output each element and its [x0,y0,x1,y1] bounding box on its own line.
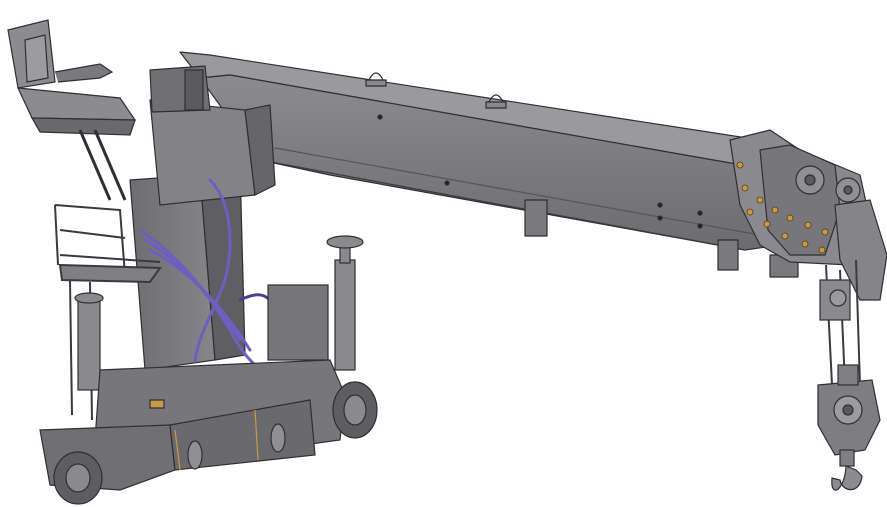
boom-pad [524,199,548,237]
boom [179,51,799,278]
wheels [53,381,378,505]
boom-pad [717,239,739,271]
chassis [39,359,346,491]
mast [129,65,276,371]
boom-head [729,129,887,301]
lifting-eye [367,72,385,83]
head-bolts [736,161,829,254]
hook-block [817,259,881,491]
outrigger-jacks [74,235,364,391]
operator-seat [7,19,137,201]
lifting-eye [487,94,505,105]
hook [831,465,863,491]
